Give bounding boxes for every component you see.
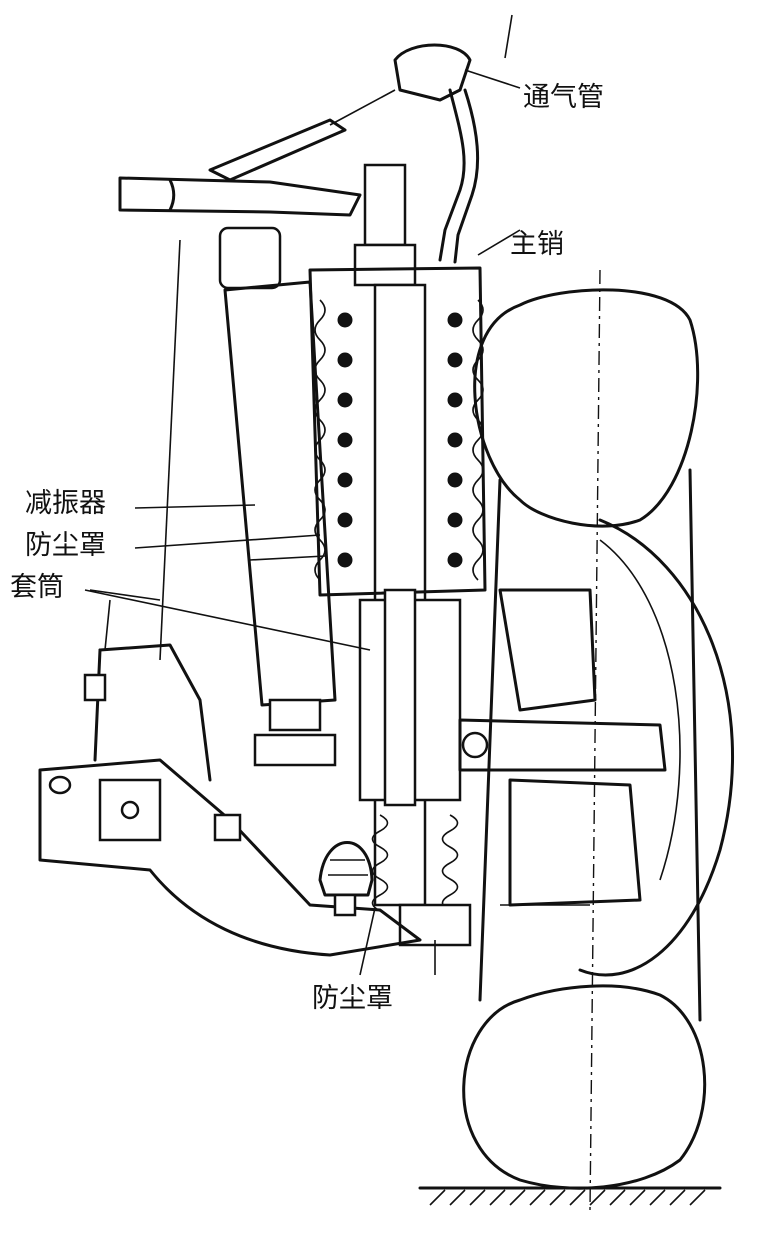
steering-knuckle (458, 588, 667, 907)
vent-pipe (208, 14, 521, 264)
shock-absorber (218, 226, 337, 767)
label-sleeve: 套筒 (10, 572, 64, 603)
label-dust-cover-upper: 防尘罩 (25, 530, 106, 561)
leader-lines (84, 229, 521, 976)
wheel (462, 269, 734, 1211)
label-dust-cover-lower: 防尘罩 (312, 983, 393, 1014)
label-kingpin: 主销 (510, 229, 564, 260)
ground (418, 1186, 722, 1206)
lower-arm (38, 239, 422, 957)
label-vent-pipe: 通气管 (523, 82, 604, 113)
upper-arm (118, 176, 362, 217)
bump-stop (318, 841, 374, 917)
label-shock-absorber: 减振器 (25, 488, 106, 519)
kingpin-assembly (308, 163, 487, 975)
